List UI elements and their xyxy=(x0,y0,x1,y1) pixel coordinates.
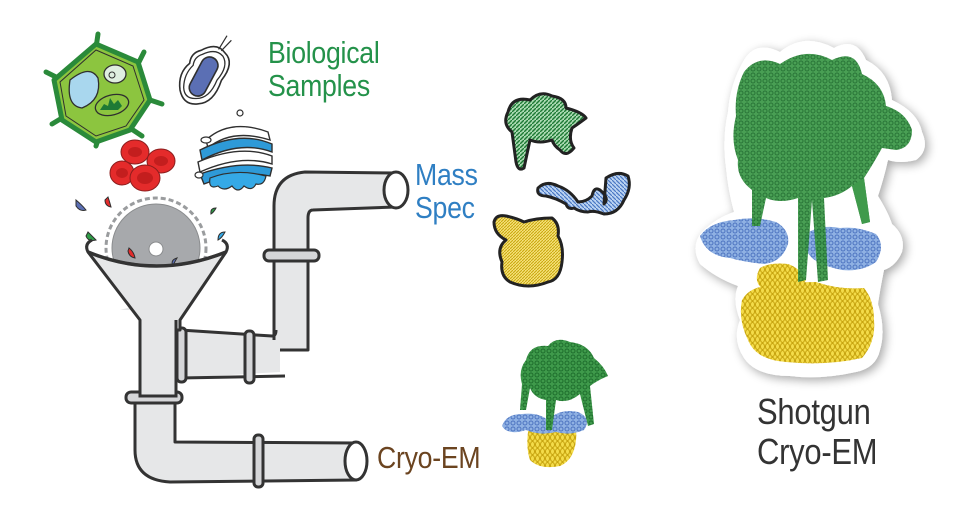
cryo-em-label: Cryo-EM xyxy=(377,440,481,475)
shotgun-cryo-em-line1: Shotgun xyxy=(757,391,871,432)
bacterium-icon xyxy=(178,35,232,105)
cryo-em-text: Cryo-EM xyxy=(377,440,481,475)
mass-spec-label: Mass Spec xyxy=(415,158,478,225)
funnel-icon xyxy=(85,238,229,398)
biological-samples-line1: Biological xyxy=(268,35,380,70)
mass-spec-line1: Mass xyxy=(415,157,478,192)
protein-complex-small-icon xyxy=(502,339,608,468)
shotgun-cryo-em-line2: Cryo-EM xyxy=(757,430,878,472)
biological-samples-line2: Samples xyxy=(268,68,370,104)
golgi-apparatus-icon xyxy=(194,109,273,191)
plant-cell-icon xyxy=(43,31,165,149)
shotgun-cryo-em-label: Shotgun Cryo-EM xyxy=(757,391,878,472)
protein-complex-large-structure xyxy=(700,53,912,364)
biological-samples-label: Biological Samples xyxy=(268,36,380,103)
mass-spec-fragments-icon xyxy=(492,92,631,288)
mass-spec-line2: Spec xyxy=(415,190,475,226)
red-blood-cells-icon xyxy=(109,139,176,192)
